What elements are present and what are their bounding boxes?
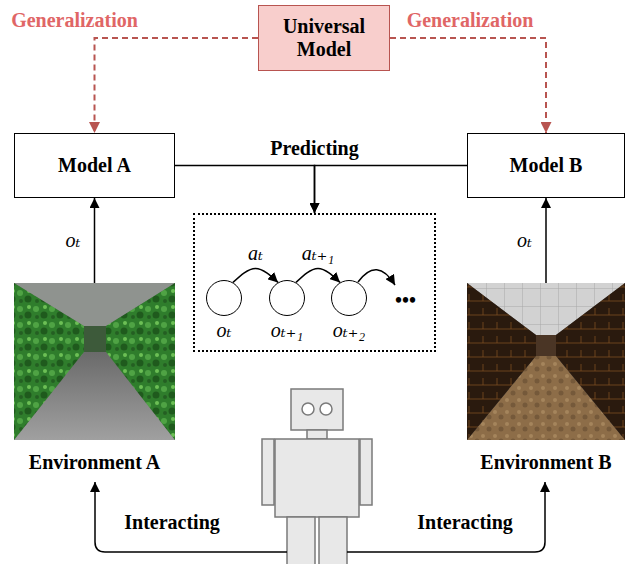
state-circle: oₜ	[206, 280, 242, 316]
interaction-label: Interacting	[122, 511, 222, 534]
edge-label: aₜ₊₁	[300, 242, 336, 265]
robot-figure	[302, 403, 314, 415]
interaction-arrow	[347, 482, 545, 552]
robot-figure	[262, 389, 372, 564]
node-label: Universal Model	[259, 15, 389, 61]
flow-arrow	[296, 268, 340, 282]
generalization-label: Generalization	[9, 9, 140, 32]
node-label: oₜ₊₂	[333, 319, 365, 342]
environment-panel: Environment B	[467, 283, 625, 440]
flow-arrow	[315, 166, 468, 214]
node-label: oₜ	[217, 319, 232, 342]
environment-a-image	[14, 283, 84, 440]
universal-model-box: Universal Model	[258, 5, 390, 71]
robot-figure	[262, 439, 274, 505]
flow-arrow	[233, 268, 278, 282]
generalization-label: Generalization	[405, 9, 536, 32]
environment-a-image	[14, 283, 175, 440]
state-circle: oₜ₊₂	[331, 280, 367, 316]
environment-b-image	[536, 335, 556, 356]
flow-arrow	[175, 166, 315, 214]
robot-figure	[307, 430, 327, 439]
generalization-arrow	[95, 38, 259, 133]
robot-figure	[291, 389, 343, 430]
flow-arrow	[94, 198, 96, 283]
robot-figure	[320, 403, 332, 415]
flow-arrow	[545, 198, 547, 283]
environment-b-image	[467, 283, 625, 440]
robot-figure	[319, 517, 347, 564]
generalization-arrow	[390, 38, 546, 133]
robot-figure	[275, 439, 359, 517]
environment-a-image	[84, 326, 106, 352]
environment-a-image	[106, 283, 175, 440]
environment-b-image	[467, 283, 536, 440]
edge-label: oₜ	[64, 229, 83, 252]
prediction-frame: ••• oₜ oₜ₊₁ oₜ₊₂	[193, 213, 436, 352]
node-label: Environment A	[29, 451, 160, 474]
state-circle: oₜ₊₁	[269, 280, 305, 316]
node-label: Model B	[506, 154, 587, 177]
interaction-label: Interacting	[415, 511, 515, 534]
continuation-arrow	[358, 270, 395, 285]
node-label: •••	[395, 289, 416, 312]
edge-label: aₜ	[246, 242, 265, 265]
interaction-arrow	[95, 482, 287, 552]
continuation-arrow	[358, 270, 395, 285]
node-label: oₜ₊₁	[271, 319, 303, 342]
environment-a-image	[14, 283, 175, 440]
node-label: Environment B	[480, 451, 611, 474]
environment-b-image	[556, 283, 625, 440]
node-label: Model A	[54, 154, 135, 177]
model-box: Model B	[467, 133, 625, 198]
environment-panel: Environment A	[14, 283, 175, 440]
edge-label: Predicting	[268, 137, 361, 160]
robot-figure	[287, 517, 315, 564]
interaction-arrow	[95, 482, 545, 552]
edge-label: oₜ	[515, 229, 534, 252]
environment-b-image	[467, 283, 625, 440]
model-box: Model A	[14, 133, 175, 198]
robot-figure	[360, 439, 372, 505]
